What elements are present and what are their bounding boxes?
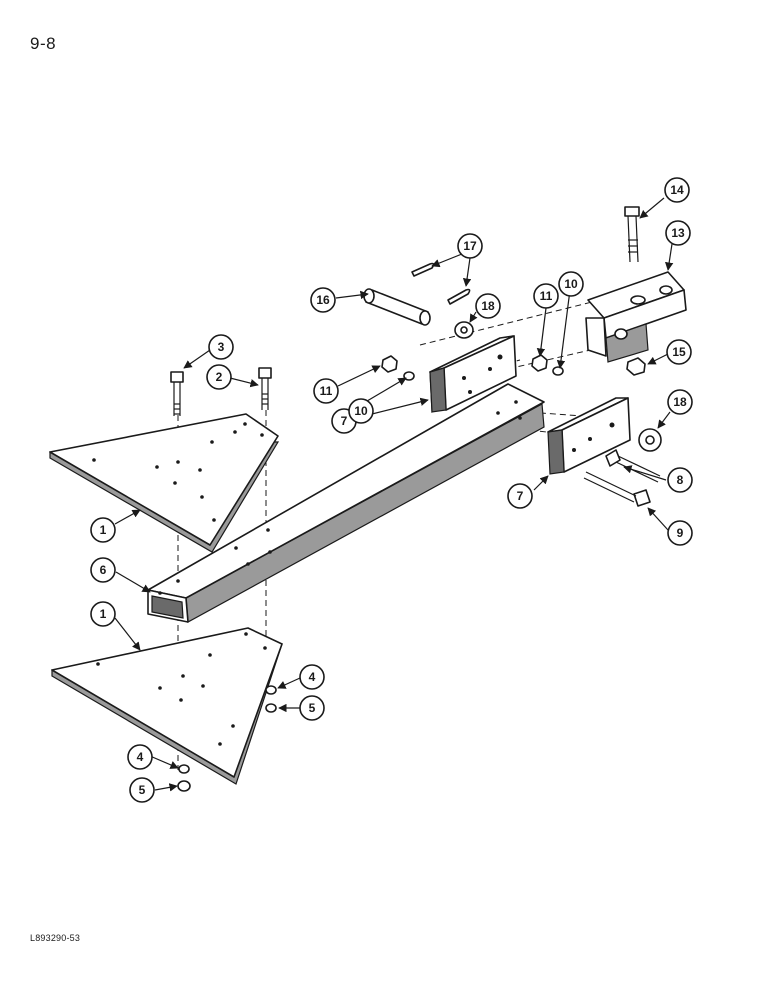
callout-18-right: 18 [667,389,693,415]
callout-10-left: 10 [348,398,374,424]
callout-label: 18 [481,299,495,313]
washer-hole [645,435,655,445]
callout-18-left: 18 [475,293,501,319]
callout-16: 16 [310,287,336,313]
callout-4-right: 4 [299,664,325,690]
washer-hole [460,326,468,334]
callout-1-upper: 1 [90,517,116,543]
callout-8: 8 [667,467,693,493]
callout-label: 6 [100,563,107,577]
cotter-pins [411,262,471,305]
bolt-3 [170,371,184,416]
callout-label: 4 [137,750,144,764]
callout-label: 16 [316,293,330,307]
callout-label: 10 [564,277,578,291]
callout-label: 17 [463,239,477,253]
callout-label: 5 [139,783,146,797]
leader-lines [114,197,674,792]
callout-2: 2 [206,364,232,390]
nut-5-left [177,780,191,792]
nut-15 [626,357,646,376]
bolt-9 [583,471,651,507]
left-mounting-bar [429,335,517,413]
callout-label: 11 [540,289,553,303]
callout-9: 9 [667,520,693,546]
nut-5-right [265,703,277,713]
callout-4-left: 4 [127,744,153,770]
callout-3: 3 [208,334,234,360]
callout-5-left: 5 [129,777,155,803]
callout-1-lower: 1 [90,601,116,627]
callout-11-right: 11 [533,283,559,309]
hitch-clevis [585,271,687,363]
figure-code: L893290-53 [30,933,81,943]
bolt-8 [605,449,661,483]
main-tube [147,383,545,623]
callout-label: 7 [341,414,348,428]
callout-label: 9 [677,526,684,540]
callout-7-right: 7 [507,483,533,509]
lock-washer-10-right [552,366,564,376]
callout-label: 8 [677,473,684,487]
callout-label: 13 [671,226,685,240]
lock-washer-4-left [178,764,190,774]
callout-label: 1 [100,523,107,537]
bolt-14 [624,206,640,263]
callout-label: 7 [517,489,524,503]
nut-11-right [531,354,548,372]
callout-label: 10 [354,404,368,418]
callout-14: 14 [664,177,690,203]
callout-13: 13 [665,220,691,246]
callout-17: 17 [457,233,483,259]
callout-15: 15 [666,339,692,365]
callout-label: 4 [309,670,316,684]
callout-label: 1 [100,607,107,621]
callout-10-right: 10 [558,271,584,297]
upper-triangle-plate [49,413,280,553]
right-mounting-bar [547,397,631,475]
page-number: 9-8 [30,34,57,53]
pin-16 [363,288,431,326]
nut-11-left [381,355,398,373]
callout-label: 14 [670,183,684,197]
callout-5-right: 5 [299,695,325,721]
lock-washer-4-right [265,685,277,695]
callout-label: 5 [309,701,316,715]
callout-11-left: 11 [313,378,339,404]
callout-6: 6 [90,557,116,583]
lower-triangle-plate [51,627,283,785]
callout-label: 18 [673,395,687,409]
callout-label: 3 [218,340,225,354]
callout-label: 11 [320,384,333,398]
bolt-2 [258,367,272,410]
callout-label: 15 [672,345,686,359]
callout-label: 2 [216,370,223,384]
